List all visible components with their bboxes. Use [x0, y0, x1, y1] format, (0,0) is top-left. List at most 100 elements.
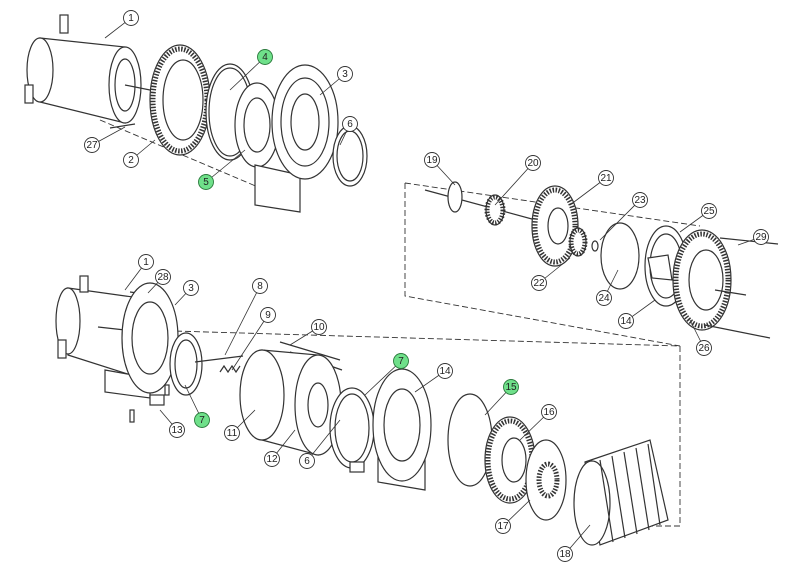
callout-8: 8 — [224, 278, 268, 356]
callout-28: 28 — [147, 269, 171, 294]
callout-circle — [337, 66, 353, 82]
callout-circle — [264, 451, 280, 467]
callout-circle — [311, 319, 327, 335]
callout-circle — [123, 152, 139, 168]
callout-number: 7 — [199, 415, 205, 426]
callout-10: 10 — [289, 319, 327, 346]
callout-number: 24 — [598, 293, 610, 304]
callout-circle — [84, 137, 100, 153]
callout-circle — [123, 10, 139, 26]
callout-circle — [224, 425, 240, 441]
callout-number: 19 — [426, 155, 438, 166]
callout-5: 5 — [198, 149, 246, 190]
callout-18: 18 — [557, 524, 591, 562]
callout-21: 21 — [569, 170, 614, 206]
callout-circle — [393, 353, 409, 369]
callout-circle — [138, 254, 154, 270]
callout-number: 22 — [533, 278, 545, 289]
callout-number: 28 — [157, 272, 169, 283]
callout-number: 4 — [262, 52, 268, 63]
callout-circle — [198, 174, 214, 190]
callout-circle — [342, 116, 358, 132]
callout-3: 3 — [174, 280, 199, 306]
callout-2: 2 — [123, 139, 156, 168]
callout-circle — [701, 203, 717, 219]
callout-circle — [252, 278, 268, 294]
callout-25: 25 — [679, 203, 717, 233]
callout-14: 14 — [618, 299, 656, 329]
callout-number: 16 — [543, 407, 555, 418]
callout-19: 19 — [424, 152, 456, 186]
callout-number: 11 — [227, 428, 238, 439]
callout-circle — [596, 290, 612, 306]
callout-number: 12 — [266, 454, 278, 465]
callout-number: 15 — [505, 382, 517, 393]
callout-7: 7 — [364, 353, 409, 396]
leader-line — [599, 199, 641, 241]
callout-number: 27 — [86, 140, 98, 151]
callout-16: 16 — [519, 404, 557, 441]
callout-circle — [495, 518, 511, 534]
callout-number: 3 — [342, 69, 348, 80]
callout-23: 23 — [599, 192, 648, 241]
callout-circle — [424, 152, 440, 168]
lower-winch-assembly — [55, 275, 669, 546]
callout-number: 3 — [188, 283, 194, 294]
callout-circle — [169, 422, 185, 438]
callout-circle — [437, 363, 453, 379]
upper-motor-assembly — [24, 14, 368, 213]
callout-number: 5 — [203, 177, 209, 188]
leader-line — [231, 314, 269, 371]
callout-number: 13 — [171, 425, 183, 436]
callout-circle — [557, 546, 573, 562]
callout-number: 23 — [634, 195, 646, 206]
callout-number: 1 — [128, 13, 134, 24]
callout-number: 1 — [143, 257, 149, 268]
leader-line — [494, 162, 534, 206]
callout-1: 1 — [104, 10, 139, 39]
callout-6: 6 — [339, 116, 358, 146]
callout-circle — [525, 155, 541, 171]
callout-number: 7 — [398, 356, 404, 367]
callout-3: 3 — [319, 66, 353, 96]
callout-number: 21 — [600, 173, 612, 184]
callout-circle — [299, 453, 315, 469]
callout-17: 17 — [495, 499, 531, 534]
callout-26: 26 — [689, 319, 712, 356]
leader-line — [224, 285, 261, 356]
leader-line — [364, 360, 402, 396]
leader-line — [306, 419, 341, 462]
callout-15: 15 — [484, 379, 519, 416]
callout-number: 14 — [620, 316, 632, 327]
callout-number: 18 — [559, 549, 571, 560]
callout-22: 22 — [531, 257, 571, 291]
leader-line — [205, 149, 246, 183]
callout-circle — [541, 404, 557, 420]
callout-14: 14 — [414, 363, 453, 393]
callout-number: 29 — [755, 232, 767, 243]
callout-6: 6 — [299, 419, 341, 469]
planetary-gear-assembly — [424, 181, 779, 339]
callout-number: 9 — [265, 310, 271, 321]
callout-number: 20 — [527, 158, 539, 169]
callout-1: 1 — [124, 254, 154, 291]
callout-number: 25 — [703, 206, 715, 217]
callout-circle — [194, 412, 210, 428]
callout-circle — [503, 379, 519, 395]
callout-number: 2 — [128, 155, 134, 166]
callout-13: 13 — [159, 409, 185, 438]
callout-circle — [753, 229, 769, 245]
callout-circle — [598, 170, 614, 186]
callout-circle — [260, 307, 276, 323]
leader-line — [229, 56, 266, 91]
callout-number: 6 — [304, 456, 310, 467]
callout-number: 10 — [313, 322, 325, 333]
callout-circle — [696, 340, 712, 356]
callout-7: 7 — [184, 384, 210, 428]
callout-11: 11 — [224, 409, 256, 441]
callout-circle — [257, 49, 273, 65]
callout-12: 12 — [264, 429, 296, 467]
callout-number: 8 — [257, 281, 263, 292]
